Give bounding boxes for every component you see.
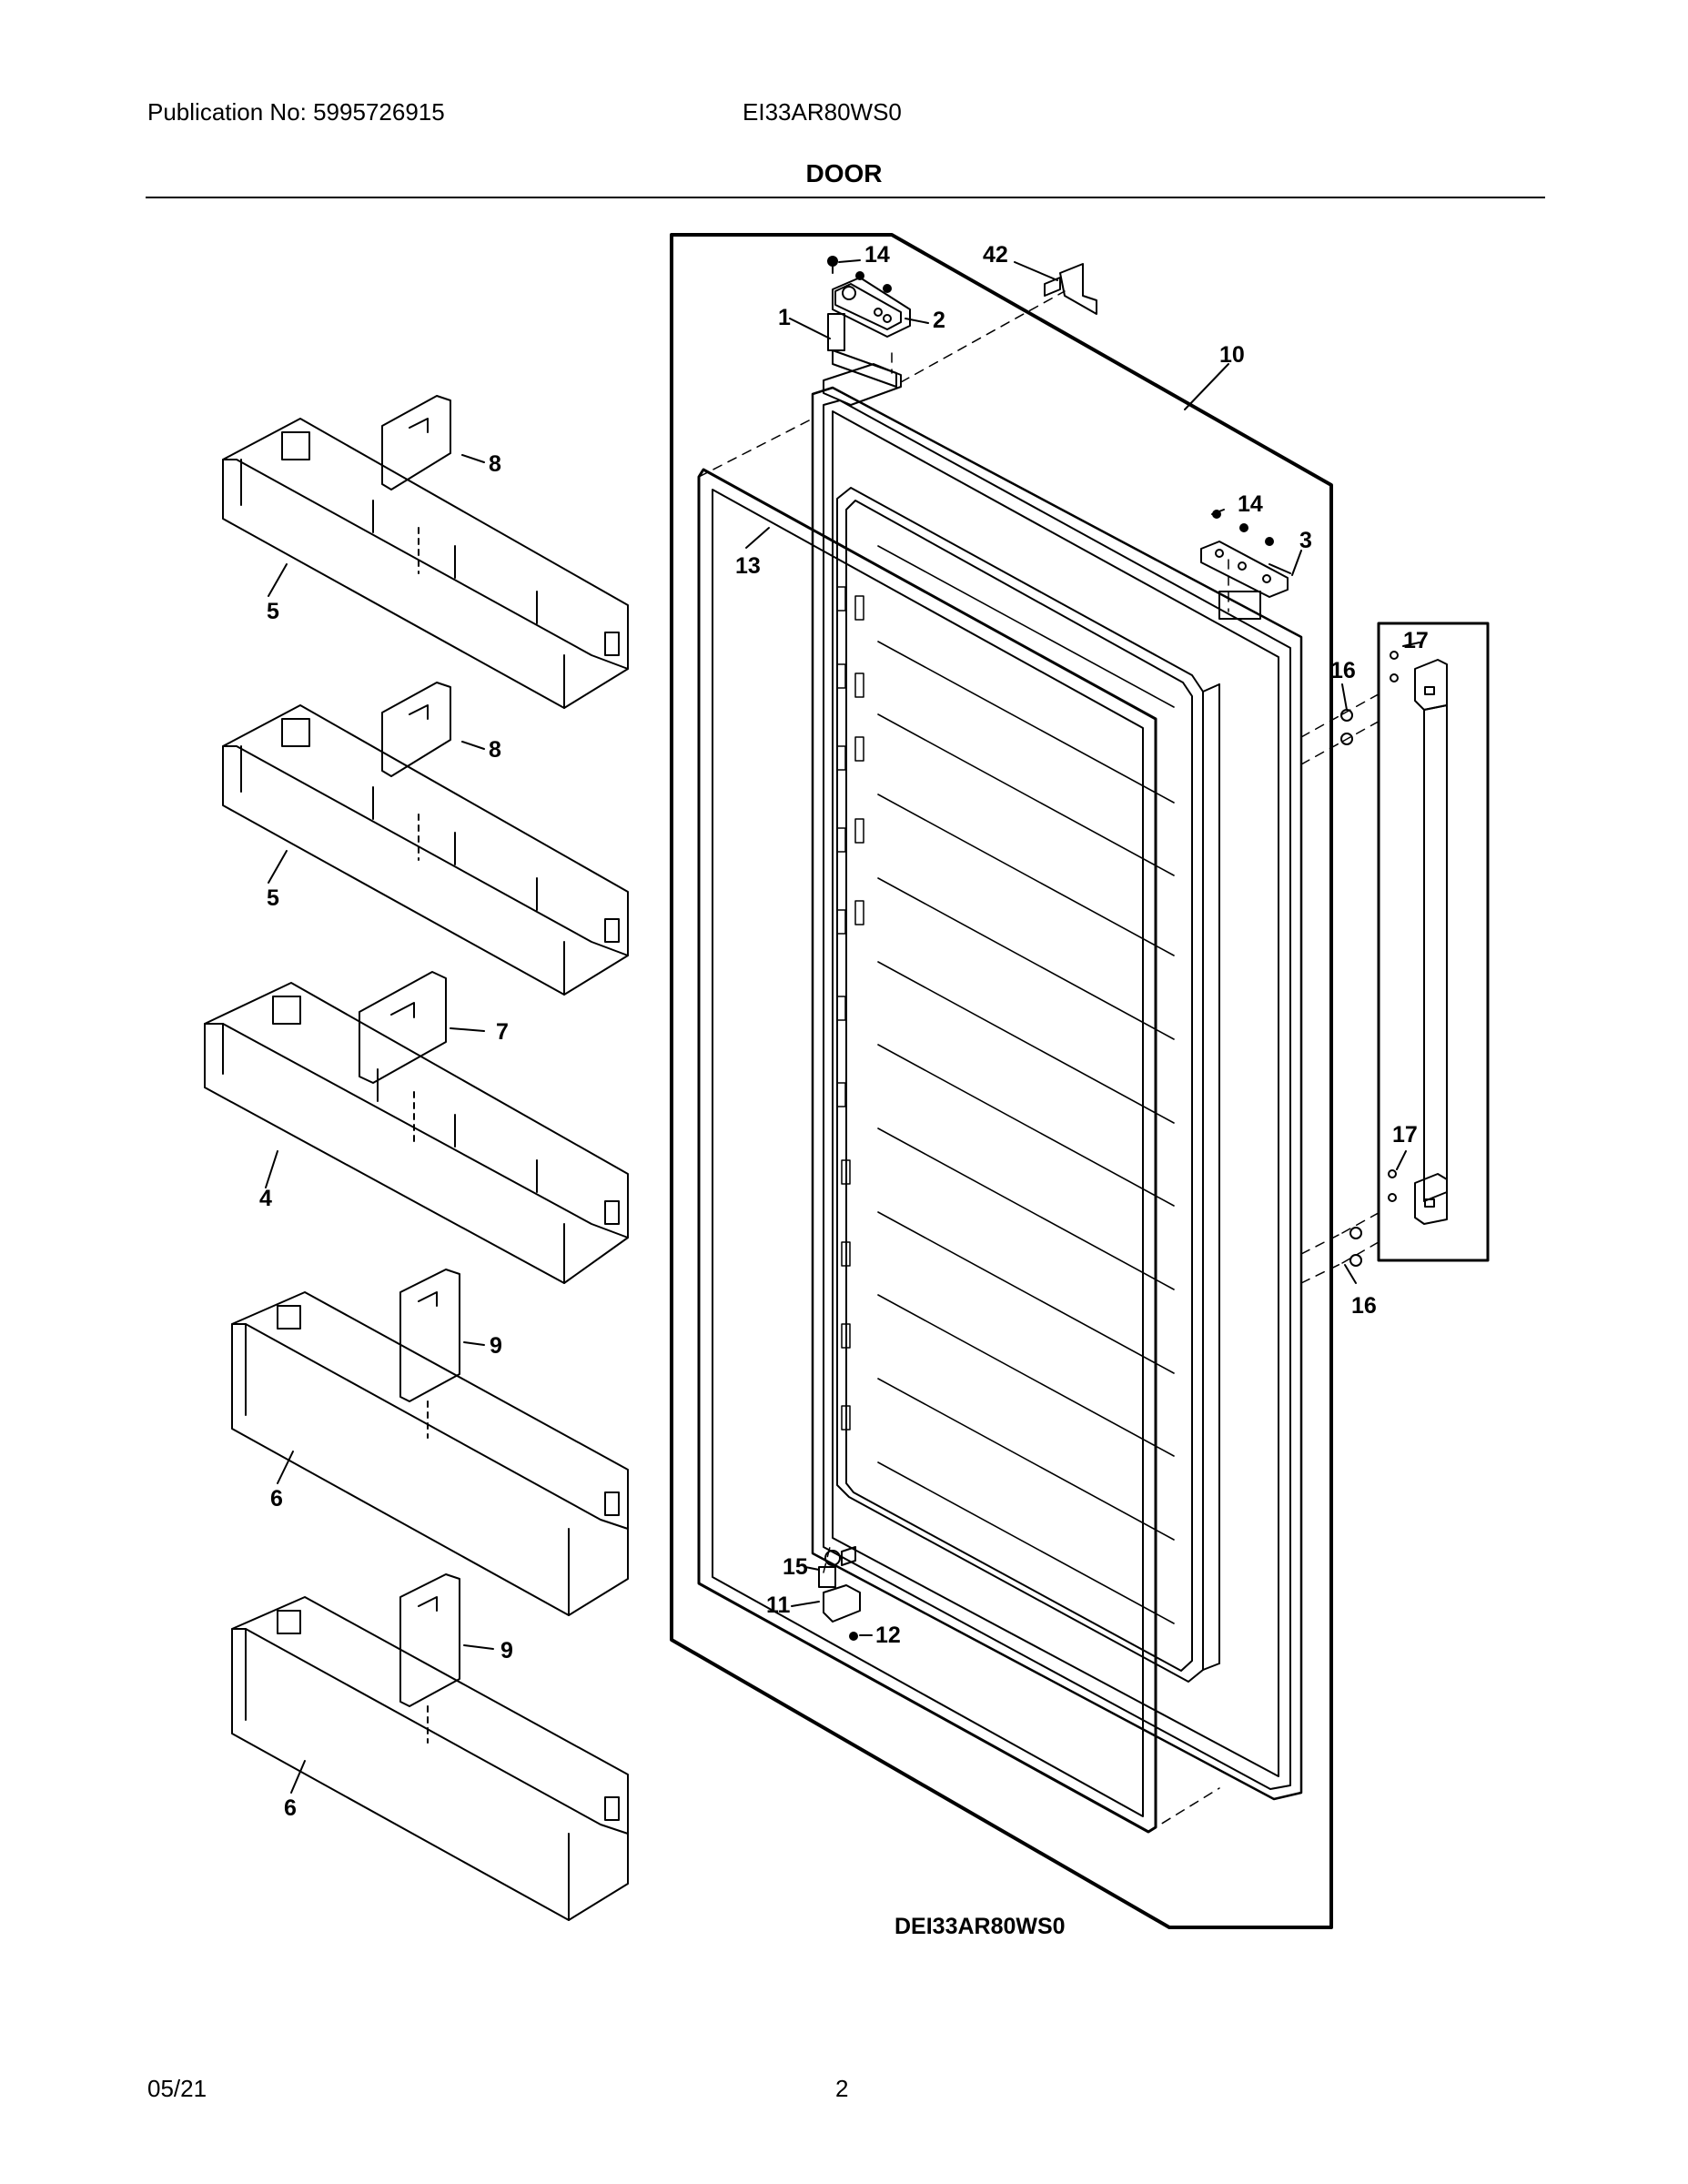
header-divider <box>146 197 1545 198</box>
callout-5-lower: 5 <box>267 885 279 911</box>
callout-14-top: 14 <box>864 242 890 268</box>
diagram-code: DEI33AR80WS0 <box>895 1914 1066 1939</box>
divider-9-lower <box>399 1573 460 1707</box>
callout-10: 10 <box>1219 342 1245 368</box>
callout-6-upper: 6 <box>270 1486 283 1512</box>
door-bin-6-lower <box>231 1596 629 1921</box>
callout-9-lower: 9 <box>500 1638 513 1663</box>
divider-8-upper <box>381 395 451 490</box>
door-bin-6-upper <box>231 1291 629 1616</box>
callout-1: 1 <box>778 305 791 330</box>
callout-8-upper: 8 <box>489 451 501 477</box>
divider-7 <box>359 971 447 1084</box>
callout-4: 4 <box>259 1186 272 1211</box>
alignment-lines <box>698 290 1384 1833</box>
bottom-hinge-assembly <box>818 1546 861 1641</box>
callout-15: 15 <box>783 1554 808 1580</box>
callout-42: 42 <box>983 242 1008 268</box>
callout-2: 2 <box>933 308 945 333</box>
callout-17-top: 17 <box>1403 628 1429 653</box>
callout-5-upper: 5 <box>267 599 279 624</box>
door-bin-5-upper <box>222 418 629 709</box>
callout-14-mid: 14 <box>1238 491 1263 517</box>
door-bin-4 <box>204 982 629 1284</box>
callout-17-bottom: 17 <box>1392 1122 1418 1148</box>
leader-lines <box>265 259 1420 1794</box>
callout-labels: 14 1 2 42 10 14 3 13 17 16 17 16 8 8 7 9… <box>259 242 1429 1939</box>
callout-12: 12 <box>875 1623 901 1648</box>
page-number: 2 <box>835 2075 849 2102</box>
door-bin-5-lower <box>222 704 629 996</box>
door-panel <box>811 363 1303 1801</box>
door-stop-bracket <box>1200 510 1289 598</box>
divider-8-lower <box>381 682 451 777</box>
handle-group-frame <box>1377 622 1490 1262</box>
top-hinge-assembly <box>827 256 1097 388</box>
publication-number: Publication No: 5995726915 <box>147 98 445 126</box>
callout-16-top: 16 <box>1330 658 1356 683</box>
divider-9-upper <box>399 1269 460 1402</box>
callout-3: 3 <box>1299 528 1312 553</box>
revision-date: 05/21 <box>147 2075 207 2102</box>
callout-8-lower: 8 <box>489 737 501 763</box>
door-assembly-frame <box>670 233 1333 1929</box>
callout-16-bottom: 16 <box>1351 1293 1377 1319</box>
door-handle <box>1340 651 1448 1267</box>
model-number: EI33AR80WS0 <box>743 98 902 126</box>
callout-6-lower: 6 <box>284 1795 297 1821</box>
section-title: DOOR <box>805 159 883 187</box>
callout-7: 7 <box>496 1019 509 1045</box>
callout-13: 13 <box>735 553 761 579</box>
callout-9-upper: 9 <box>490 1333 502 1359</box>
callout-11: 11 <box>766 1592 791 1618</box>
